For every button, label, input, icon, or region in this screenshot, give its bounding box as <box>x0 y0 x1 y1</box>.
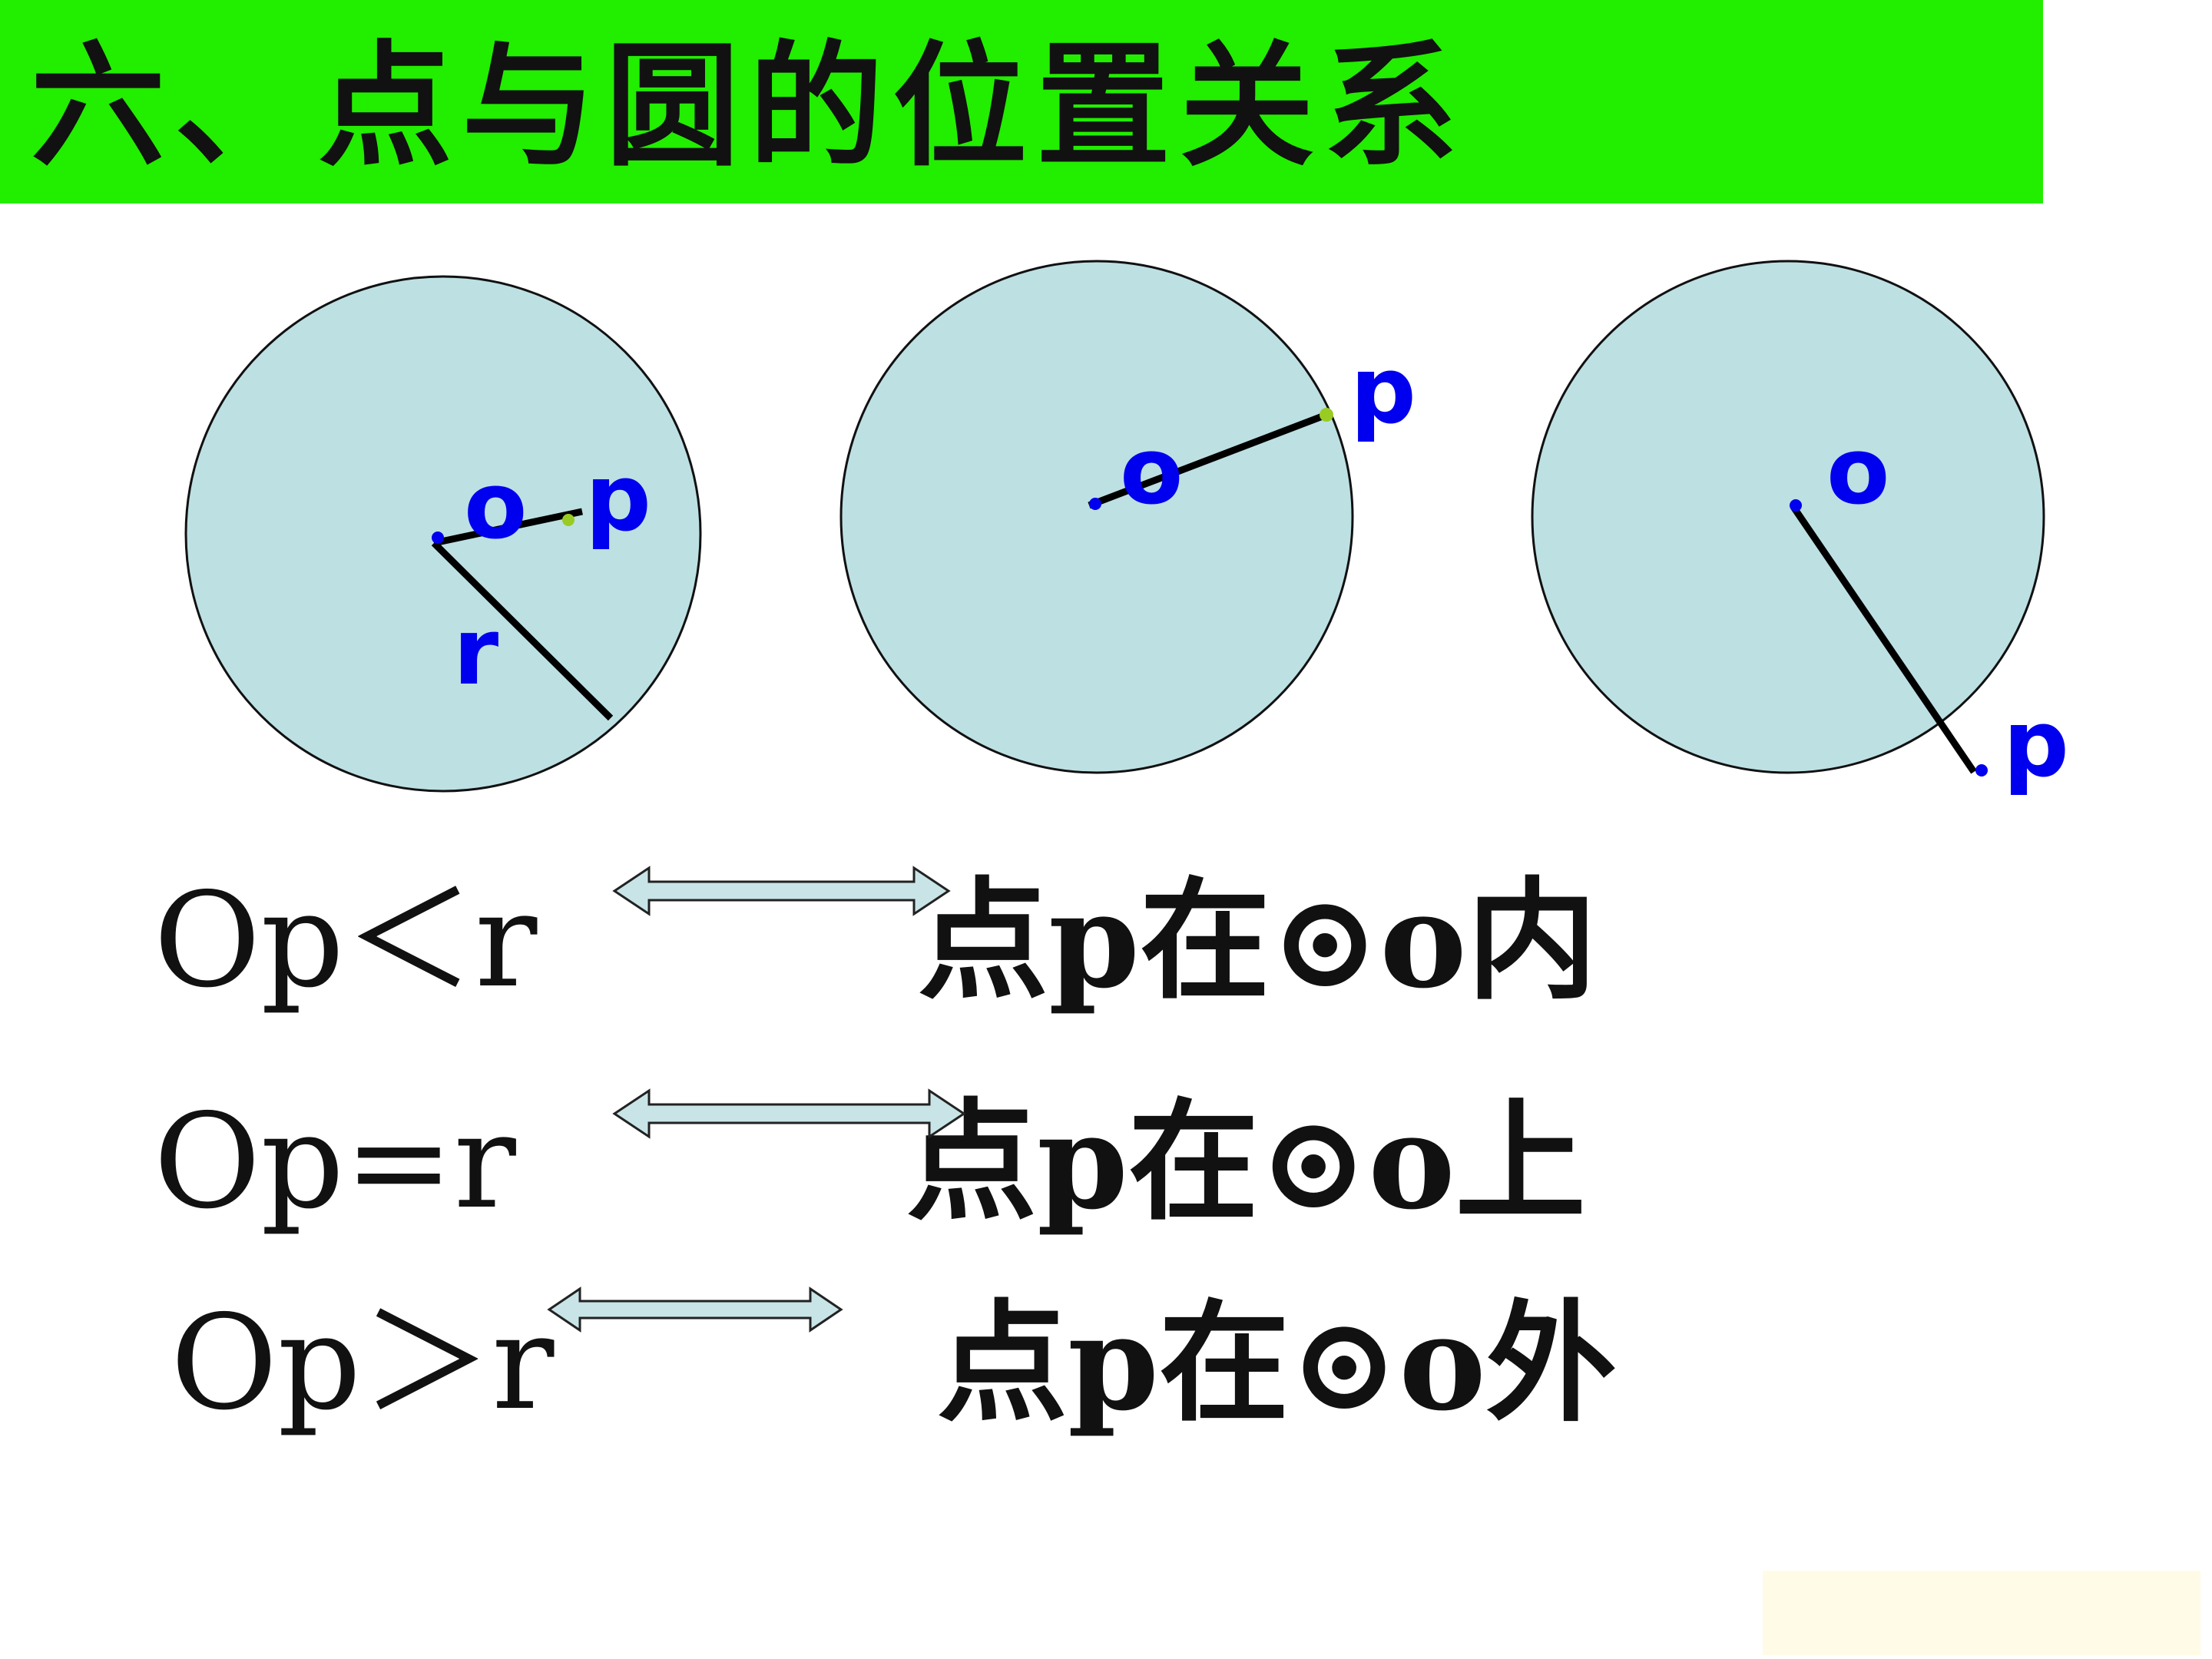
condition-on: Op=r <box>154 1086 516 1238</box>
center-dot-3 <box>1790 499 1802 512</box>
center-label-1: o <box>464 453 527 560</box>
equivalence-arrow-1 <box>612 866 951 916</box>
diagram-inside: o p r <box>184 275 702 793</box>
title-banner <box>0 0 2043 204</box>
result-inside: 点p在⊙o内 <box>918 864 1598 1018</box>
radius-label: r <box>453 599 498 706</box>
result-on: 点p在⊙o上 <box>906 1085 1586 1239</box>
point-label-1: p <box>585 445 651 552</box>
result-outside: 点p在⊙o外 <box>937 1286 1617 1440</box>
equivalence-arrow-3 <box>547 1286 843 1333</box>
segment-op-1 <box>433 508 583 547</box>
point-p-dot-1 <box>562 514 575 526</box>
corner-decoration <box>1763 1571 2200 1655</box>
center-label-3: o <box>1826 419 1889 525</box>
equivalence-arrow-2 <box>612 1088 966 1139</box>
point-p-dot-2 <box>1320 408 1333 422</box>
circle-diagrams: o p r o p o p <box>184 260 2069 798</box>
segment-op-2 <box>1088 411 1328 509</box>
diagram-on: o p <box>839 260 1416 774</box>
segment-op-3 <box>1790 505 1977 774</box>
circle-2 <box>839 260 1354 774</box>
point-p-dot-3 <box>1975 764 1988 777</box>
point-label-2: p <box>1350 338 1416 445</box>
diagram-outside: o p <box>1531 260 2069 798</box>
point-label-3: p <box>2003 691 2069 798</box>
circle-1 <box>184 275 702 793</box>
center-dot-1 <box>432 531 444 544</box>
condition-outside: Op＞r <box>171 1287 555 1439</box>
center-label-2: o <box>1120 419 1183 525</box>
center-dot-2 <box>1089 498 1101 510</box>
condition-inside: Op＜r <box>154 865 538 1017</box>
circle-3 <box>1531 260 2045 774</box>
radius-line <box>431 540 614 721</box>
page-title: 六、点与圆的位置关系 <box>31 29 1467 185</box>
